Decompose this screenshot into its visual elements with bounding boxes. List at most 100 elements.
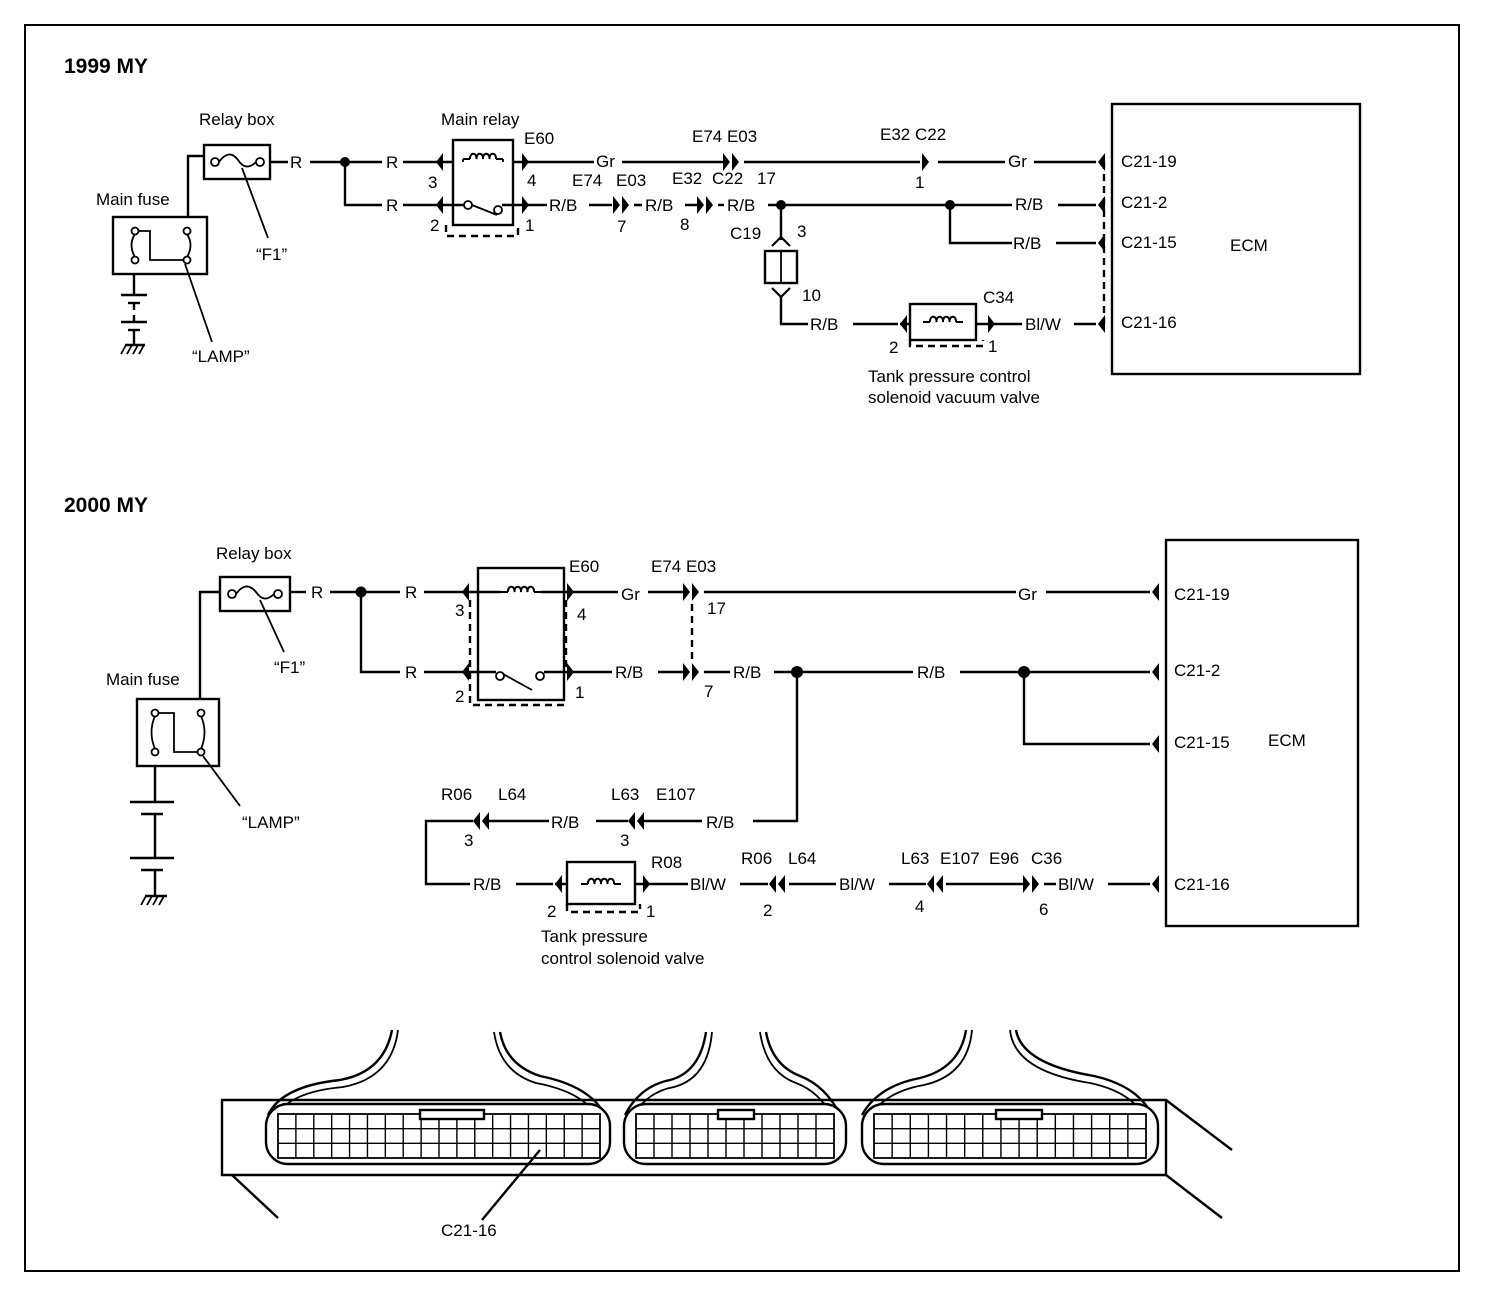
ecm-label-1999: ECM [1230,236,1268,255]
ecm-connector-illustration: C21-16 [220,1029,1233,1240]
pin-7-2000: 7 [704,682,713,701]
connector-e60-2000: E60 [569,557,599,576]
pin-2-r06: 2 [763,901,772,920]
ecm-2000 [1164,538,1360,928]
connector-r06-2000-b: R06 [741,849,772,868]
main-fuse-symbol-2000 [150,708,206,757]
f1-label: “F1” [256,245,288,264]
ground-symbol [120,343,145,355]
lamp-label-2000: “LAMP” [242,813,300,832]
wire-rb-1999-e: R/B [1013,234,1041,253]
main-fuse-label: Main fuse [96,190,170,209]
tank-valve-1999-line1: Tank pressure control [868,367,1031,386]
connector-e32-1999: E32 [672,169,702,188]
connector-c34: C34 [983,288,1014,307]
diagram-frame [24,24,1460,1272]
connector-e96: E96 [989,849,1019,868]
fuse-f1-symbol [210,153,265,168]
main-relay [451,138,515,227]
main-fuse-2000 [135,697,221,768]
connector-e74-e03-2000: E74 E03 [651,557,716,576]
tank-valve-2000-line1: Tank pressure [541,927,648,946]
section-title-2000: 2000 MY [64,494,148,517]
connector-e107-2000-a: E107 [656,785,696,804]
ecm-1999 [1110,102,1362,376]
connector-e32-c22-1999-a: E32 C22 [880,125,946,144]
pin-c21-15-2000: C21-15 [1174,733,1230,752]
pin-c21-15-1999: C21-15 [1121,233,1177,252]
pin-8-1999: 8 [680,215,689,234]
pin-2-2000: 2 [455,687,464,706]
wire-rb-2000-f: R/B [473,875,501,894]
wire-rb-1999-f: R/B [810,315,838,334]
tank-valve-1999-line2: solenoid vacuum valve [868,388,1040,407]
pin-6-e96: 6 [1039,900,1048,919]
connector-l63-2000-b: L63 [901,849,929,868]
wire-r-1999-a: R [290,153,302,172]
wire-rb-2000-a: R/B [615,663,643,682]
ecm-label-2000: ECM [1268,731,1306,750]
pin-1-2000: 1 [575,683,584,702]
connector-r08: R08 [651,853,682,872]
pin-4-2000: 4 [577,605,586,624]
relay-switch-2000 [495,671,545,691]
wire-gr-1999-b: Gr [1008,152,1027,171]
pin-2-r08: 2 [547,902,556,921]
wire-r-2000-a: R [311,583,323,602]
wire-rb-2000-c: R/B [917,663,945,682]
pin-17-2000: 17 [707,599,726,618]
connector-l64-2000-a: L64 [498,785,526,804]
relay-box-2000 [218,575,292,613]
latch [994,1108,1044,1121]
connector-c22-1999: C22 [712,169,743,188]
wire-r-1999-b: R [386,153,398,172]
fuse-f1-symbol-2000 [227,585,283,600]
wire-gr-2000-b: Gr [1018,585,1037,604]
pin-4-1999: 4 [527,171,536,190]
wire-blw-2000-b: Bl/W [839,875,875,894]
wire-r-1999-c: R [386,196,398,215]
ground-symbol-2000 [140,894,167,906]
main-fuse [111,215,209,276]
pin-1-e32-1999: 1 [915,173,924,192]
pin-c21-16-2000: C21-16 [1174,875,1230,894]
wire-blw-2000-a: Bl/W [690,875,726,894]
connector-e74-1999: E74 [572,171,602,190]
section-2000: 2000 MY Relay box “F1” Main fuse “LAMP” [64,494,1360,968]
connector-e03-1999: E03 [616,171,646,190]
connector-pin-grids [277,1113,1147,1159]
main-relay-2000-dashed [468,600,566,707]
pin-17-1999: 17 [757,169,776,188]
wire-r-2000-c: R [405,663,417,682]
f1-label-2000: “F1” [274,658,306,677]
pin-3-l63: 3 [620,831,629,850]
connector-c19: C19 [730,224,761,243]
battery-symbol-2000 [130,766,174,896]
tank-valve-1999 [908,302,978,342]
pin-7-1999: 7 [617,217,626,236]
leader-c21-16 [481,1149,541,1221]
wire-blw-1999: Bl/W [1025,315,1061,334]
wire-gr-2000-a: Gr [621,585,640,604]
main-fuse-label-2000: Main fuse [106,670,180,689]
relay-box [202,143,272,181]
pin-1-r08: 1 [646,902,655,921]
pin-c21-19-1999: C21-19 [1121,152,1177,171]
pin-c21-2-1999: C21-2 [1121,193,1167,212]
pin-10-c19: 10 [802,286,821,305]
pin-c21-16-1999: C21-16 [1121,313,1177,332]
relay-box-label-2000: Relay box [216,544,292,563]
main-relay-dashed [444,225,520,238]
tank-valve-2000-line2: control solenoid valve [541,949,704,968]
pin-3-2000: 3 [455,601,464,620]
wire-rb-1999-b: R/B [645,196,673,215]
pin-2-1999: 2 [430,216,439,235]
main-relay-label: Main relay [441,110,520,129]
connector-r06-2000-a: R06 [441,785,472,804]
wire-rb-2000-d: R/B [706,813,734,832]
lamp-label: “LAMP” [192,347,250,366]
wire-r-2000-b: R [405,583,417,602]
pin-2-c34: 2 [889,338,898,357]
pin-1-1999: 1 [525,216,534,235]
wire-gr-1999-a: Gr [596,152,615,171]
